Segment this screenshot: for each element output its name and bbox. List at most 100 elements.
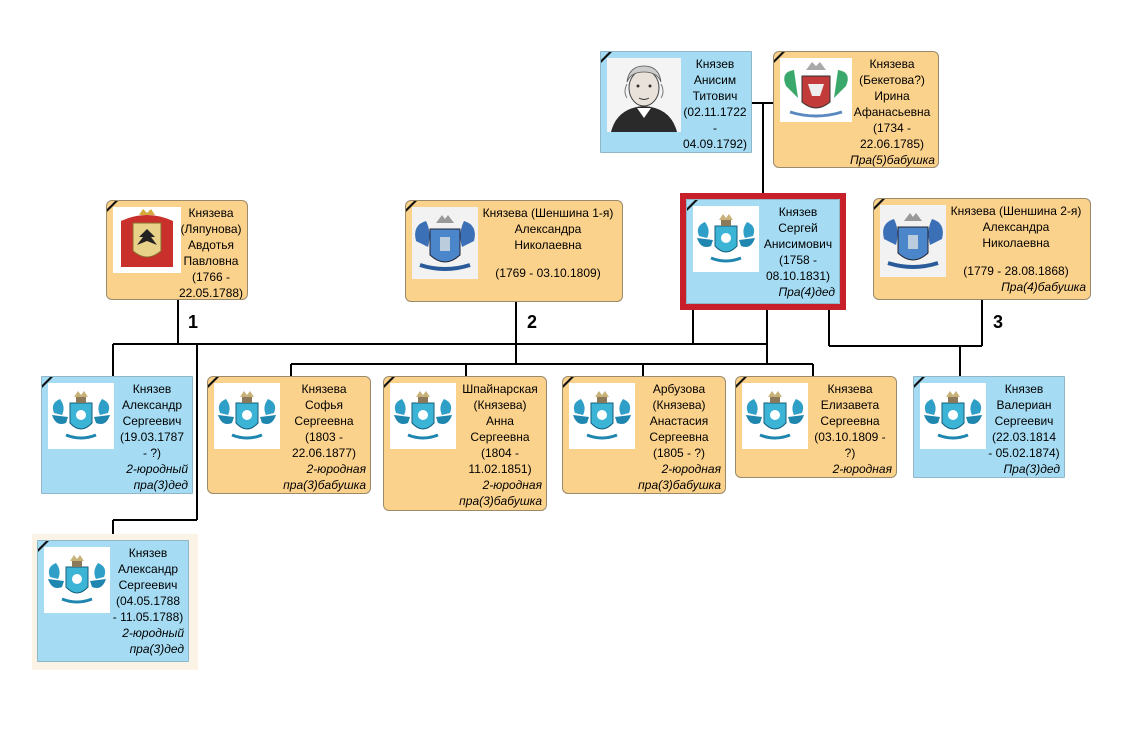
relationship-label: Пра(4)бабушка: [946, 279, 1086, 295]
person-name-line: Арбузова: [652, 382, 706, 396]
person-name-line: Князева: [301, 382, 347, 396]
relationship-line: пра(3)бабушка: [459, 494, 542, 508]
person-photo: [412, 207, 478, 279]
person-photo: [214, 383, 280, 449]
marriage-number-1: 1: [188, 312, 199, 332]
relationship-line: Пра(4)дед: [778, 285, 835, 299]
person-photo: [780, 58, 852, 122]
person-dates-line: - 04.09.1792): [683, 121, 748, 151]
person-name-line: Александр: [117, 562, 179, 576]
relationship-line: пра(3)бабушка: [638, 478, 721, 492]
root-person-frame: [680, 193, 846, 310]
relationship-label: Пра(5)бабушка: [850, 152, 935, 167]
person-name-line: Сергеевна: [649, 430, 709, 444]
person-name-line: Сергеевна: [820, 414, 880, 428]
marriage-number-2: 2: [527, 312, 538, 332]
relationship-line: пра(3)бабушка: [283, 478, 366, 492]
person-name-line: Князева (Шеншина 1-я): [482, 206, 614, 220]
person-dates-line: (1758 -: [778, 253, 818, 267]
person-photo: [742, 383, 808, 449]
person-name-line: Князев: [128, 546, 168, 560]
person-dates-line: (02.11.1722: [683, 105, 747, 119]
person-photo: [920, 383, 986, 449]
person-name-line: Павловна: [183, 254, 239, 268]
person-name-line: Афанасьевна: [853, 105, 931, 119]
person-dates-line: - 11.05.1788): [112, 610, 184, 624]
person-name-line: Шпайнарская: [462, 382, 538, 396]
person-dates-line: (1766 -: [191, 270, 231, 284]
person-name-line: Сергеевна: [294, 414, 354, 428]
person-name-line: Александр: [121, 398, 183, 412]
person-name-line: Титович: [692, 89, 738, 103]
relationship-label: Пра(4)дед: [761, 284, 835, 300]
person-photo: [44, 547, 110, 613]
person-photo: [390, 383, 456, 449]
person-name-line: Князев: [132, 382, 172, 396]
person-dates-line: (04.05.1788: [115, 594, 181, 608]
person-name-line: Александра: [514, 222, 582, 236]
relationship-line: пра(3)бабушка: [808, 477, 892, 478]
person-photo: [607, 58, 681, 132]
person-name-line: Сергеевна: [470, 430, 530, 444]
person-name-line: Сергеевич: [994, 414, 1054, 428]
person-name-line: Александра: [982, 220, 1050, 234]
person-name-line: Сергеевич: [122, 414, 182, 428]
person-dates-line: 22.06.1785): [859, 137, 925, 151]
relationship-line: 2-юродный: [122, 626, 184, 640]
person-name-line: Сергей: [778, 221, 818, 235]
spacer: [478, 253, 618, 265]
person-name-line: Валериан: [996, 398, 1052, 412]
marriage-number-3: 3: [993, 312, 1004, 332]
person-photo: [48, 383, 114, 449]
person-name-line: Анисим: [693, 73, 737, 87]
person-dates-line: 22.06.1877): [291, 446, 357, 460]
relationship-line: пра(3)дед: [129, 642, 184, 656]
person-name-line: (Бекетова?): [859, 73, 925, 87]
person-dates-line: (1734 -: [872, 121, 912, 135]
person-name-line: Князева: [188, 206, 234, 220]
person-photo: [569, 383, 635, 449]
person-name-line: Анисимович: [763, 237, 833, 251]
person-dates-line: (03.10.1809 - ?): [814, 430, 886, 460]
person-name-line: Софья: [305, 398, 343, 412]
person-dates-line: (19.03.1787: [119, 430, 185, 444]
person-name-line: Князев: [778, 205, 818, 219]
person-name-line: Анастасия: [649, 414, 709, 428]
person-name-line: Николаевна: [514, 238, 582, 252]
person-name-line: Князев: [1004, 382, 1044, 396]
spacer: [946, 251, 1086, 263]
person-dates-line: - ?): [143, 446, 161, 460]
person-name-line: Князева: [869, 57, 915, 71]
person-name-line: (Князева): [473, 398, 527, 412]
person-name-line: Авдотья: [188, 238, 234, 252]
person-name-line: (Князева): [652, 398, 706, 412]
person-dates-line: - 05.02.1874): [988, 446, 1060, 460]
person-photo: [693, 206, 759, 272]
